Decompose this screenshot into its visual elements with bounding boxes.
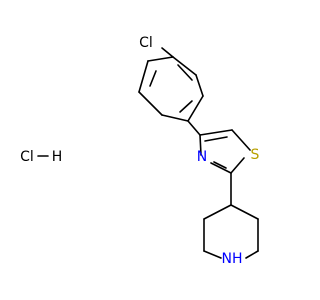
double-bond-thiazole-a (204, 136, 228, 142)
atom-sulfur-thiazole: S (251, 147, 260, 163)
salt-chlorine: Cl (20, 149, 34, 165)
chlorophenyl-ring (138, 47, 204, 122)
bond-piperidine-4 (203, 250, 222, 259)
bond-thiazole-4 (210, 162, 232, 174)
double-bond-thiazole-b (213, 161, 227, 169)
bond-aryl-5 (138, 91, 163, 116)
bond-thiazole-1 (199, 129, 233, 136)
bond-thiazole-5 (199, 134, 202, 156)
bond-thiazole-2 (231, 129, 251, 151)
bond-aryl-3 (187, 95, 204, 122)
bond-thiazole-3 (230, 157, 245, 174)
double-bond-aryl-c (179, 100, 193, 113)
atom-nitrogen-piperidine: NH (222, 251, 243, 267)
bond-aryl-2 (195, 74, 204, 97)
bond-aryl-1 (172, 56, 197, 76)
thiazole-ring (199, 129, 251, 174)
bond-piperidine-1 (230, 204, 259, 220)
bond-cl-c (161, 47, 174, 58)
double-bond-aryl-a (177, 64, 193, 81)
bond-aryl-4 (161, 114, 189, 122)
bond-aryl-thiazole (187, 120, 201, 136)
piperidine-ring (203, 204, 259, 259)
bond-aryl-6 (138, 60, 149, 93)
bond-piperidine-3 (245, 250, 259, 259)
molecule-structure: Cl N S NH Cl H (20, 35, 260, 267)
bond-piperidine-6 (203, 204, 232, 220)
atom-chlorine-aryl: Cl (139, 35, 153, 51)
salt-hydrogen: H (52, 149, 63, 165)
double-bond-aryl-b (149, 70, 157, 87)
bond-aryl-7 (147, 56, 174, 62)
atom-nitrogen-thiazole: N (197, 149, 207, 165)
